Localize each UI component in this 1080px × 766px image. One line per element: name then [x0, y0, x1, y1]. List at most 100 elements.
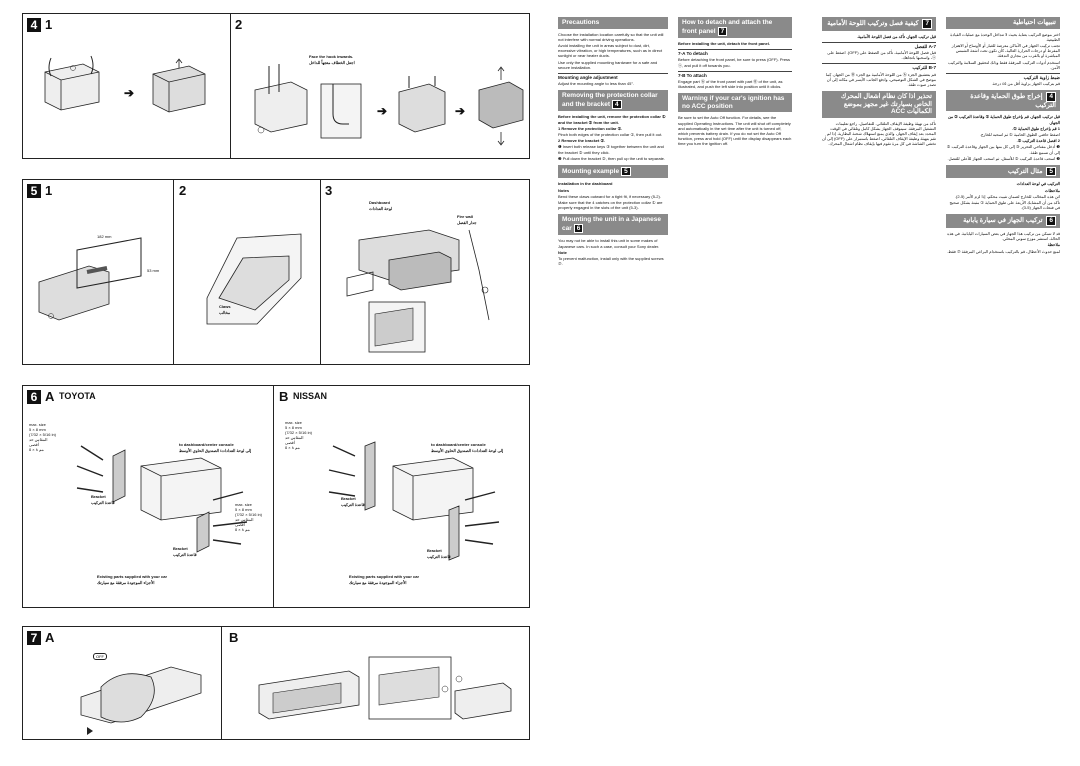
divider: [273, 386, 274, 607]
ar-japan-heading: 6 تركيب الجهاز في سيارة يابانية: [946, 214, 1060, 228]
width-dimension: 182 mm: [97, 234, 112, 239]
japan-text: You may not be able to install this unit…: [558, 238, 660, 249]
collar-step-1-text: Pinch both edges of the protection colla…: [558, 131, 663, 137]
ar-detach-intro: قبل تركيب الجهاز، تأكد من فصل اللوحة الأ…: [856, 33, 936, 39]
step-5-1-label: 1: [45, 183, 53, 198]
divider: [320, 180, 321, 364]
max-size-label: max. size: [285, 420, 302, 425]
nissan-title: NISSAN: [293, 391, 328, 401]
panel-step-5: 5 1 2 3 182 mm 53 mm Claws مخالب Dashboa…: [22, 179, 530, 365]
size-value: 5 × 8 mm: [285, 425, 302, 430]
arabic-column-1: 7 كيفية فصل وتركيب اللوحة الأمامية قبل ت…: [822, 13, 936, 148]
nissan-bracket2-label-ar: قاعدة التركيب: [427, 554, 451, 559]
firewall-label-ar: جدار الفصل: [457, 220, 477, 225]
size-value: 5 × 8 mm: [235, 507, 252, 512]
ar-japan-heading-text: تركيب الجهاز في سيارة يابانية: [963, 217, 1043, 225]
precaution-item: Avoid installing the unit in areas subje…: [558, 42, 663, 59]
toyota-bracket2-label-ar: قاعدة التركيب: [173, 552, 197, 557]
to-attach-heading: 7-B To attach: [678, 70, 792, 78]
size-value-in: (7/32 × 5/16 in): [29, 432, 57, 437]
size-ar1: المقاس حد: [285, 435, 304, 440]
ar-collar-intro: قبل تركيب الجهاز، قم بإخراج طوق الحماية …: [947, 114, 1060, 125]
warning-text: Be sure to set the Auto Off function. Fo…: [678, 115, 792, 147]
size-ar3: مم ٨ × ٥: [285, 445, 300, 450]
nissan-screw-size: max. size 5 × 8 mm (7/32 × 5/16 in) المق…: [285, 420, 312, 450]
collar-insert-illustration: [38, 237, 142, 321]
detach-intro: Before installing the unit, detach the f…: [678, 41, 771, 46]
step-7-badge: 7: [27, 631, 41, 645]
ar-collar-step-ref: 4: [1046, 92, 1056, 102]
japan-note-label: Note: [558, 249, 567, 255]
detach-panel-illustration: [80, 666, 202, 735]
size-ar2: أقصى: [285, 440, 295, 445]
ar-precaution-item: اختر موضع التركيب بعناية بحيث لا تتداخل …: [950, 31, 1060, 42]
size-value: 5 × 8 mm: [29, 427, 46, 432]
ar-detach-step-ref: 7: [922, 19, 932, 29]
precautions-heading: Precautions: [558, 17, 668, 29]
detach-step-ref: 7: [717, 26, 728, 36]
japan-note-text: To prevent malfunction, install only wit…: [558, 256, 664, 267]
collar-step-1: 1 Remove the protection collar ①.: [558, 125, 623, 131]
toyota-existing-parts: Existing parts supplied with your car: [97, 574, 168, 579]
toyota-bracket-label: Bracket: [91, 494, 106, 499]
toyota-title: TOYOTA: [59, 391, 96, 401]
warning-heading: Warning if your car's ignition has no AC…: [678, 93, 792, 113]
arrow-icon: ➔: [124, 86, 135, 100]
size-ar1: المقاس حد: [235, 517, 254, 522]
ar-collar-step-1-text: اضغط حافتي الطوق الحامية ① ثم اسحبه للخا…: [979, 131, 1060, 137]
collar-step-2b: ❷ Pull down the bracket ②, then pull up …: [558, 155, 666, 161]
ar-example-notes-label: ملاحظات: [1044, 187, 1060, 193]
nissan-bracket-illustration: [328, 441, 500, 561]
ar-angle-heading: ضبط زاوية التركيب: [946, 72, 1060, 80]
attach-panel-illustration: [258, 656, 512, 720]
ar-warning-heading: تحذير اذا كان نظام اشعال المحرك الخاص بس…: [822, 91, 936, 118]
example-heading-text: Mounting example: [562, 167, 620, 175]
max-size-label: max. size: [235, 502, 252, 507]
arrow-icon: ➔: [455, 104, 466, 118]
english-column-2: How to detach and attach the front panel…: [678, 13, 792, 148]
toyota-existing-parts-ar: الأجزاء الموجودة مرفقة مع سيارتك: [97, 580, 155, 585]
firewall-label: Fire wall: [457, 214, 474, 219]
step-4-badge: 4: [27, 18, 41, 32]
nissan-existing-parts-ar: الأجزاء الموجودة مرفقة مع سيارتك: [349, 580, 407, 585]
ar-precautions-heading: تنبيهات احتياطية: [946, 17, 1060, 29]
nissan-bracket-label: Bracket: [341, 496, 356, 501]
detach-heading: How to detach and attach the front panel…: [678, 17, 792, 38]
console-label: to dashboard/center console: [179, 442, 234, 447]
example-step-ref: 5: [621, 166, 631, 177]
key-detail-illustration: [320, 83, 362, 139]
panel-step-4: 4 1 2 ➔ Face the hook inwards. اجعل الخط…: [22, 13, 530, 159]
claws-label-ar: مخالب: [219, 310, 231, 315]
ar-example-note-2: تأكد من أن المشابك الأربعة على طوق الحما…: [949, 200, 1060, 211]
collar-intro: Before installing the unit, remove the p…: [558, 114, 666, 125]
precaution-item: Choose the installation location careful…: [558, 31, 664, 42]
to-attach-text: Engage part Ⓐ of the front panel with pa…: [678, 79, 783, 90]
collar-heading-text: Removing the protection collar and the b…: [562, 92, 658, 108]
step-5-badge: 5: [27, 184, 41, 198]
english-column-1: Precautions Choose the installation loca…: [558, 13, 668, 267]
step-4-1-label: 1: [45, 17, 53, 32]
ar-collar-step-2: 2 افصل قاعدة التركيب ②.: [1016, 138, 1060, 144]
example-note-1: Bend these claws outward for a tight fit…: [558, 193, 661, 199]
precaution-item: Use only the supplied mounting hardware …: [558, 59, 658, 70]
toyota-bracket-illustration: [76, 445, 248, 553]
angle-heading: Mounting angle adjustment: [558, 72, 668, 80]
arabic-column-2: تنبيهات احتياطية اختر موضع التركيب بعناي…: [946, 13, 1060, 255]
ar-example-heading: 5 مثال التركيب: [946, 164, 1060, 179]
ar-collar-step-1: 1 قم بإخراج طوق الحماية ①.: [1012, 125, 1060, 131]
dashboard-label-ar: لوحة العدادات: [369, 206, 393, 211]
divider: [230, 14, 231, 158]
nissan-console-label-ar: إلى لوحة العدادات/ الصندوق الحاوي الأوسط: [431, 448, 504, 453]
ar-detach-heading: 7 كيفية فصل وتركيب اللوحة الأمامية: [822, 17, 936, 31]
to-detach-text: Before detaching the front panel, be sur…: [678, 57, 791, 68]
ar-precaution-item: تجنب تركيب الجهاز في الأماكن معرضة للغبا…: [951, 42, 1060, 59]
ar-to-attach-heading: B-7 للتركيب: [822, 63, 936, 70]
ar-example-subheading: التركيب في لوحة العدادات: [1016, 181, 1060, 187]
toyota-bracket-label-ar: قاعدة التركيب: [91, 500, 115, 505]
step-5-2-label: 2: [179, 183, 187, 198]
ar-japan-note-label: ملاحظة: [1047, 242, 1060, 248]
ar-example-note-1: اثنِ هذه المخالب للخارج لضمان تثبيت محكم…: [954, 193, 1060, 199]
collar-step-2a: ❶ Insert both release keys ③ together be…: [558, 144, 664, 155]
ar-to-attach-text: قم بتعشيق الجزء Ⓐ من اللوحة الأمامية مع …: [825, 71, 936, 87]
japan-heading-text: Mounting the unit in a Japanese car: [562, 216, 661, 232]
